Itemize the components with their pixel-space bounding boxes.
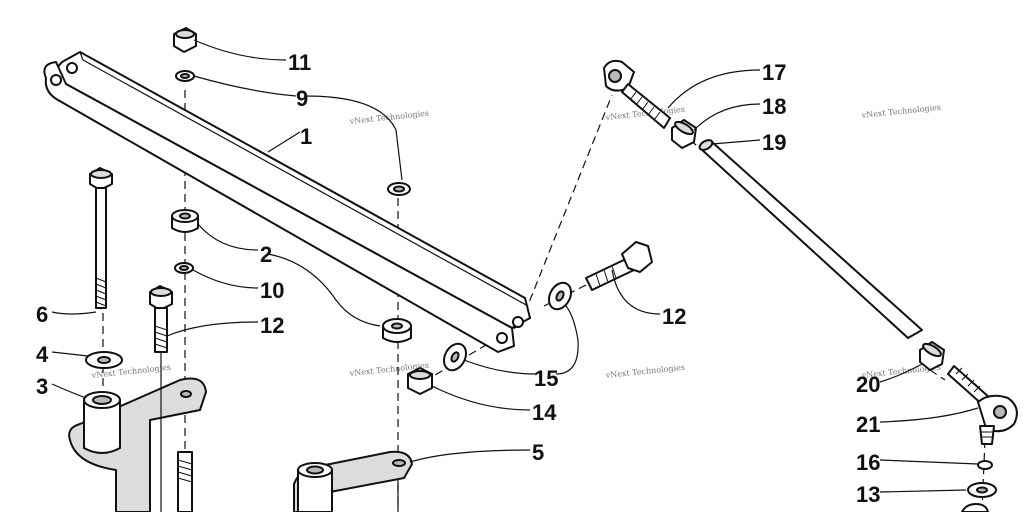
nut-part-14 [407,367,433,395]
callout-6: 6 [36,302,48,327]
callout-1: 1 [300,124,312,149]
washer-part-15-left [442,342,468,372]
callout-11: 11 [288,50,311,75]
callout-16: 16 [856,450,880,475]
callout-10: 10 [260,278,284,303]
a-arm-part-1 [43,51,531,353]
bolt-part-6 [89,167,113,309]
leader-lines [51,39,979,493]
washer-part-13 [961,482,997,512]
washer-part-16 [977,460,993,470]
jam-nut-part-18 [671,119,697,149]
washer-part-4 [85,351,123,369]
bracket-part-3 [68,352,207,512]
washer-part-10 [174,262,194,274]
washer-part-9-top [175,70,195,82]
nut-part-11 [173,27,197,53]
callout-18: 18 [762,94,786,119]
bracket-part-5 [293,450,413,512]
callout-13: 13 [856,482,880,507]
tie-rod-tube-part-19 [698,139,923,339]
tie-rod-end-part-17 [603,59,671,129]
bolt-part-12-left [149,285,173,353]
washer-part-9-right [387,182,411,196]
callout-3: 3 [36,374,48,399]
callouts: 11 9 1 2 10 12 6 4 3 17 18 19 12 15 14 5… [36,50,880,507]
callout-4: 4 [36,342,49,367]
callout-17: 17 [762,60,786,85]
bushing-part-2-left [171,209,199,233]
callout-9: 9 [296,86,308,111]
callout-12-right: 12 [662,304,686,329]
washer-part-15-right [547,281,573,311]
callout-19: 19 [762,130,786,155]
tie-rod-end-part-21 [947,365,1018,445]
callout-2: 2 [260,242,272,267]
watermark: vNext Technologies [348,109,429,126]
callout-12-left: 12 [260,313,284,338]
jam-nut-part-20 [919,341,945,371]
callout-20: 20 [856,372,880,397]
bushing-part-2-right [382,318,412,343]
watermark: vNext Technologies [604,363,685,380]
callout-21: 21 [856,412,880,437]
watermark: vNext Technologies [860,103,941,120]
bolt-part-12-right [585,241,653,291]
callout-14: 14 [532,400,557,425]
callout-5: 5 [532,440,544,465]
callout-15: 15 [534,366,558,391]
